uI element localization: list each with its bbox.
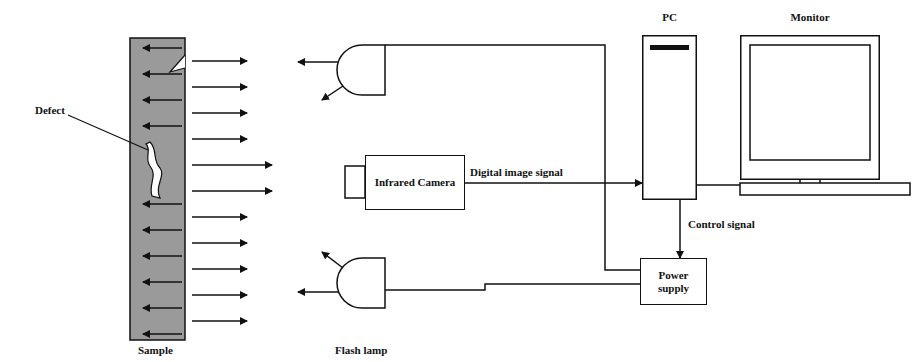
- camera-box: Infrared Camera: [365, 155, 465, 210]
- monitor: Monitor: [740, 35, 880, 180]
- part-label: Sample: [138, 344, 173, 357]
- camera-lens: [345, 166, 365, 198]
- power-supply-box: Power supply: [640, 258, 707, 305]
- box-label: Power supply: [644, 269, 703, 294]
- lamp-wire: [385, 284, 640, 290]
- surface-notch: [170, 55, 185, 72]
- flash-lamp: [337, 258, 385, 308]
- defect-crack: [146, 142, 162, 198]
- flash-lamp: [337, 45, 385, 95]
- sample-plate: [130, 38, 185, 340]
- signal-label: Digital image signal: [470, 166, 563, 179]
- heading: PC: [662, 11, 677, 24]
- light-rays: [298, 62, 343, 292]
- connector: [679, 200, 681, 258]
- pc-tower: PC: [642, 35, 697, 200]
- box-label: Infrared Camera: [375, 176, 456, 189]
- keyboard: [740, 183, 910, 195]
- heading: Monitor: [790, 11, 829, 24]
- part-label: Flash lamp: [335, 344, 387, 357]
- callout-label: Defect: [35, 104, 65, 117]
- heat-arrows: [143, 48, 272, 334]
- connector: [465, 182, 642, 184]
- signal-label: Control signal: [688, 218, 755, 231]
- leader-line: [68, 115, 148, 150]
- connector: [697, 184, 740, 186]
